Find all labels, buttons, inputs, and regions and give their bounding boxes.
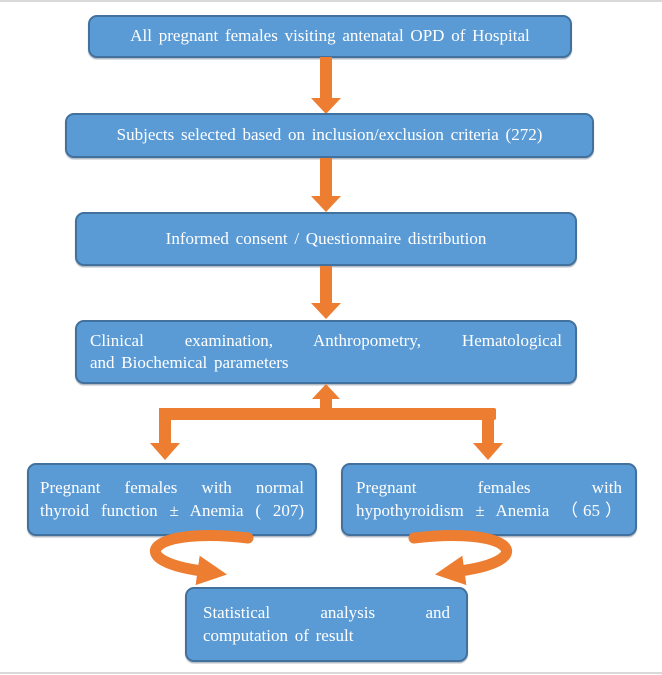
flow-box-examination-line2: and Biochemical parameters (90, 353, 289, 372)
flow-box-normal-thyroid-line2: thyroid function ± Anemia ( 207) (40, 500, 304, 520)
flow-box-subject-selection-label: Subjects selected based on inclusion/exc… (116, 125, 543, 145)
curved-arrow-left-icon (149, 529, 254, 586)
flow-box-hypothyroid-line2: hypothyroidism ± Anemia （65） (356, 500, 622, 520)
flow-box-examination-line1: Clinical examination, Anthropometry, Hem… (90, 330, 562, 350)
flow-box-statistical-line2: computation of result (203, 625, 354, 645)
flow-box-statistical-analysis: Statistical analysis and computation of … (185, 587, 468, 662)
flow-box-hypothyroid-line1: Pregnant females with (356, 478, 622, 498)
flow-box-consent-label: Informed consent / Questionnaire distrib… (165, 228, 487, 248)
flow-box-source-population: All pregnant females visiting antenatal … (88, 15, 572, 58)
curved-arrow-right-icon (408, 529, 513, 586)
flow-box-hypothyroid-group: Pregnant females with hypothyroidism ± A… (341, 463, 637, 536)
branch-connector-icon (150, 384, 503, 460)
flow-box-consent: Informed consent / Questionnaire distrib… (75, 212, 577, 266)
figure-border-bottom (0, 672, 662, 674)
down-arrow-icon (311, 158, 341, 212)
flow-box-normal-thyroid-line1: Pregnant females with normal (40, 478, 304, 498)
flow-box-subject-selection: Subjects selected based on inclusion/exc… (65, 113, 594, 158)
figure-border-top (0, 0, 662, 2)
flow-box-source-population-label: All pregnant females visiting antenatal … (130, 26, 530, 46)
down-arrow-icon (311, 266, 341, 319)
flow-box-examination: Clinical examination, Anthropometry, Hem… (75, 320, 577, 384)
flow-box-statistical-line1: Statistical analysis and (203, 603, 450, 623)
down-arrow-icon (311, 57, 341, 114)
